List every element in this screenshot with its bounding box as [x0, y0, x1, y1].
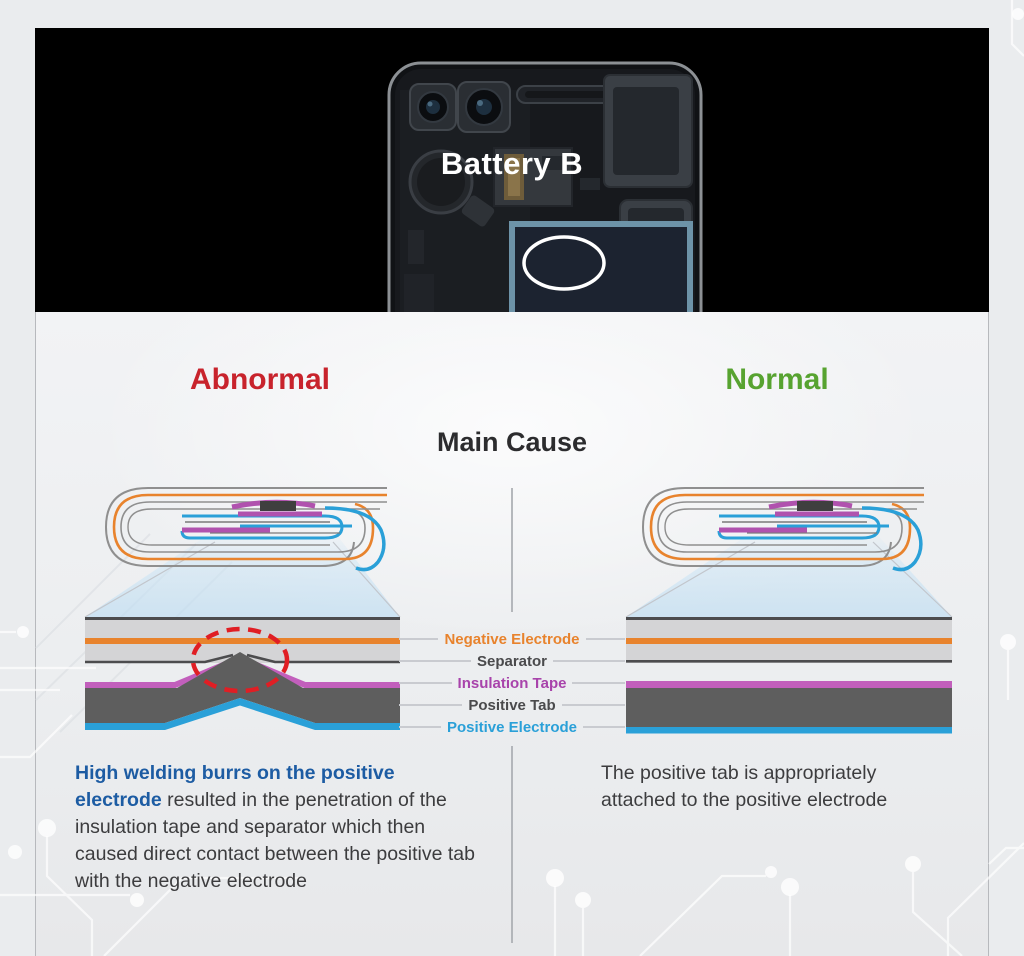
battery-highlight-ellipse: [522, 235, 606, 291]
legend-row-negative-electrode: Negative Electrode: [399, 628, 625, 650]
positive-tab-layer: [626, 688, 952, 727]
legend-label: Insulation Tape: [457, 674, 567, 692]
phone-internals-photo: [387, 61, 703, 312]
legend-label: Negative Electrode: [444, 630, 580, 648]
legend-label: Separator: [476, 652, 548, 670]
hero-photo-band: Battery B: [35, 28, 989, 312]
legend-row-positive-electrode: Positive Electrode: [399, 716, 625, 738]
leader-line: [585, 638, 625, 640]
positive-electrode-layer: [626, 727, 952, 734]
leader-line: [399, 704, 463, 706]
normal-diagram: [625, 487, 953, 734]
leader-line: [399, 726, 441, 728]
leader-line: [399, 660, 471, 662]
legend-row-positive-tab: Positive Tab: [399, 694, 625, 716]
center-divider-bottom: [511, 746, 513, 943]
legend-row-separator: Separator: [399, 650, 625, 672]
layer-legend: Negative Electrode Separator Insulation …: [399, 628, 625, 738]
negative-electrode-layer: [85, 638, 400, 644]
leader-line: [583, 726, 625, 728]
leader-line: [399, 638, 439, 640]
abnormal-diagram: [84, 487, 401, 730]
cross-section-normal: [626, 617, 952, 734]
hero-title: Battery B: [440, 146, 584, 181]
abnormal-description: High welding burrs on the positive elect…: [75, 760, 479, 895]
leader-line: [561, 704, 625, 706]
normal-description: The positive tab is appropriately attach…: [601, 762, 888, 811]
jelly-roll-normal: [641, 487, 924, 572]
normal-heading: Normal: [725, 363, 829, 396]
abnormal-heading: Abnormal: [189, 363, 330, 396]
legend-label: Positive Electrode: [446, 718, 578, 736]
main-cause-heading: Main Cause: [436, 427, 588, 457]
insulation-tape-layer: [626, 681, 952, 688]
negative-electrode-layer: [626, 638, 952, 644]
defect-marker-ellipse: [190, 626, 290, 694]
zoom-projection-fan: [84, 530, 401, 618]
leader-line: [553, 660, 625, 662]
center-divider-top: [511, 488, 513, 612]
cross-section-abnormal: [85, 617, 400, 730]
battery-outline: [509, 221, 693, 312]
leader-line: [399, 682, 452, 684]
legend-row-insulation-tape: Insulation Tape: [399, 672, 625, 694]
leader-line: [572, 682, 625, 684]
legend-label: Positive Tab: [468, 696, 556, 714]
abnormal-description-highlight: High welding burrs on the positive elect…: [75, 762, 395, 811]
